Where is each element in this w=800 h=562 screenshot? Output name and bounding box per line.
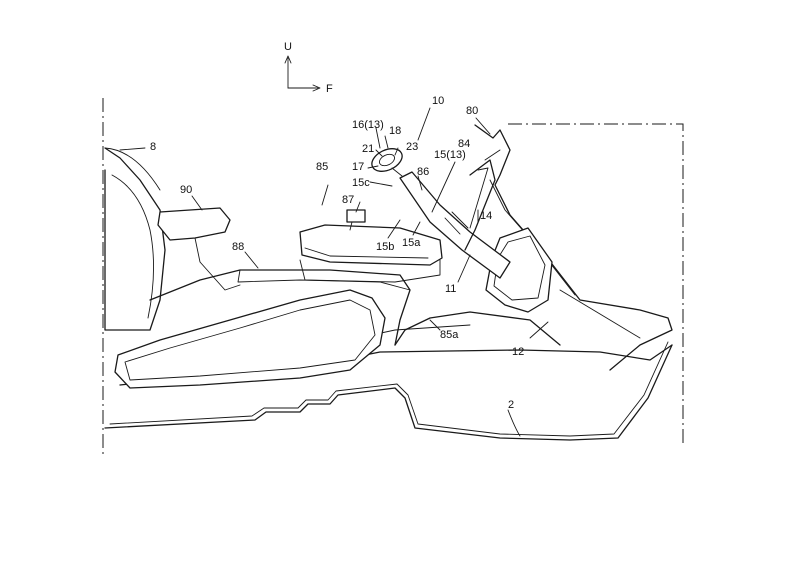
label-10: 10 — [432, 95, 444, 107]
label-90: 90 — [180, 184, 192, 196]
axis-up-label: U — [284, 41, 292, 53]
label-15b: 15b — [376, 241, 394, 253]
axis-indicator: U F — [284, 41, 333, 95]
steering-column — [399, 171, 511, 279]
label-14: 14 — [480, 210, 492, 222]
console-front — [394, 311, 561, 346]
label-15a: 15a — [402, 237, 421, 249]
axis-front-label: F — [326, 83, 333, 95]
label-85a: 85a — [440, 329, 459, 341]
label-21: 21 — [362, 143, 374, 155]
label-84: 84 — [458, 138, 470, 150]
label-86: 86 — [417, 166, 429, 178]
label-87: 87 — [342, 194, 354, 206]
label-85: 85 — [316, 161, 328, 173]
label-2: 2 — [508, 399, 514, 411]
label-16-13: 16(13) — [352, 119, 384, 131]
label-23: 23 — [406, 141, 418, 153]
label-12: 12 — [512, 346, 524, 358]
leader-lines — [119, 107, 549, 437]
label-80: 80 — [466, 105, 478, 117]
label-11: 11 — [445, 283, 456, 295]
console-switch[interactable] — [346, 209, 366, 223]
floor-panel — [104, 344, 673, 441]
armrest — [157, 207, 231, 241]
rear-seat — [104, 147, 166, 331]
label-88: 88 — [232, 241, 244, 253]
label-8: 8 — [150, 141, 156, 153]
label-15-13: 15(13) — [434, 149, 466, 161]
reference-labels: 10 80 84 8 16(13) 18 21 23 17 85 15c 86 … — [150, 95, 524, 411]
label-18: 18 — [389, 125, 401, 137]
label-17: 17 — [352, 161, 364, 173]
front-section-line — [508, 123, 684, 445]
console-lid — [299, 224, 443, 266]
front-seat — [114, 289, 386, 389]
label-15c: 15c — [352, 177, 370, 189]
floor-panel-inner — [109, 341, 669, 437]
